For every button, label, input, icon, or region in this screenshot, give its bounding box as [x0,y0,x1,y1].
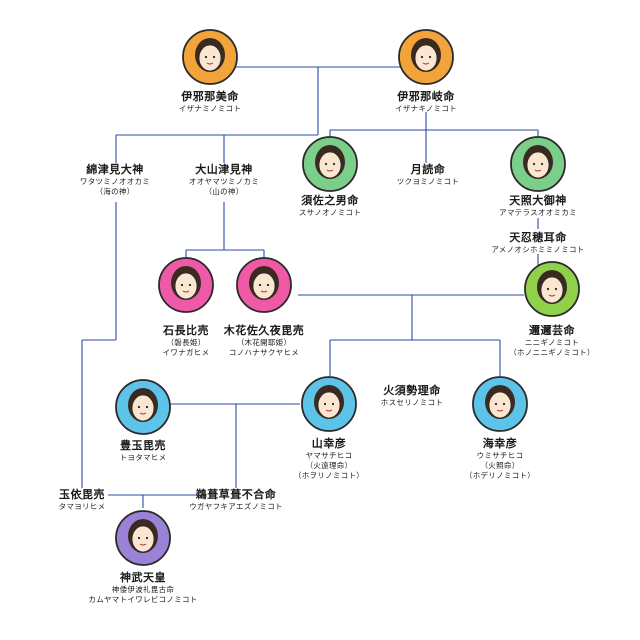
portrait-iwanaga-icon [158,257,214,313]
node-susanoo: 須佐之男命 スサノオノミコト [299,194,361,218]
watatsumi-name: 綿津見大神 [86,163,144,176]
toyotama-name: 豊玉毘売 [120,439,166,452]
ugaya-kana: ウガヤフキアエズノミコト [189,502,283,511]
susanoo-name: 須佐之男命 [301,194,359,207]
yamasachi-kana: ヤマサチヒコ [305,451,353,460]
watatsumi-kana: ワタツミノオオカミ [79,177,151,186]
ninigi-name: 邇邇芸命 [529,324,575,337]
portrait-izanagi-icon [398,29,454,85]
oshihomimi-name: 天忍穂耳命 [509,231,567,244]
hosuseri-name: 火須勢理命 [383,384,441,397]
yamasachi-note2: （ホヲリノミコト） [293,471,365,480]
iwanaga-kana: イワナガヒメ [162,348,210,357]
umisachi-note2: （ホデリノミコト） [464,471,536,480]
iwanaga-note: （磐長姫） [166,338,206,347]
watatsumi-note: （海の神） [95,187,135,196]
node-izanagi: 伊邪那岐命 イザナキノミコト [395,90,457,114]
portrait-susanoo-icon [302,136,358,192]
susanoo-kana: スサノオノミコト [298,208,362,217]
portraits [115,29,580,566]
izanami-kana: イザナミノミコト [178,104,242,113]
tamayori-kana: タマヨリヒメ [58,502,106,511]
portrait-toyotama-icon [115,379,171,435]
izanami-name: 伊邪那美命 [181,90,239,103]
node-toyotama: 豊玉毘売 トヨタマヒメ [120,439,167,463]
yamasachi-name: 山幸彦 [311,437,347,450]
node-oshihomimi: 天忍穂耳命 アメノオシホミミノミコト [491,231,584,255]
portrait-jimmu-icon [115,510,171,566]
portrait-umisachi-icon [472,376,528,432]
jimmu-name: 神武天皇 [119,571,166,584]
izanagi-name: 伊邪那岐命 [397,90,455,103]
portrait-amaterasu-icon [510,136,566,192]
node-konohana: 木花佐久夜毘売 （木花開耶姫） コノハナサクヤヒメ [224,324,305,358]
node-tamayori: 玉依毘売 タマヨリヒメ [59,488,106,512]
node-oyamatsumi: 大山津見神 オオヤマツミノカミ （山の神） [189,163,259,197]
node-watatsumi: 綿津見大神 ワタツミノオオカミ （海の神） [80,163,150,197]
portrait-konohana-icon [236,257,292,313]
konohana-name: 木花佐久夜毘売 [223,324,305,337]
oyamatsumi-name: 大山津見神 [195,163,253,176]
konohana-kana: コノハナサクヤヒメ [228,348,300,357]
iwanaga-name: 石長比売 [163,324,209,337]
connector-lines [81,66,539,508]
tamayori-name: 玉依毘売 [59,488,105,501]
node-jimmu: 神武天皇 神倭伊波礼毘古命 カムヤマトイワレビコノミコト [88,571,197,605]
portrait-yamasachi-icon [301,376,357,432]
ninigi-note: （ホノニニギノミコト） [509,348,595,357]
node-umisachi: 海幸彦 ウミサチヒコ （火照命） （ホデリノミコト） [465,437,535,481]
amaterasu-name: 天照大御神 [509,194,567,207]
node-ninigi: 邇邇芸命 ニニギノミコト （ホノニニギノミコト） [509,324,595,358]
toyotama-kana: トヨタマヒメ [119,453,167,462]
konohana-note: （木花開耶姫） [236,338,292,347]
node-izanami: 伊邪那美命 イザナミノミコト [179,90,241,114]
portrait-izanami-icon [182,29,238,85]
node-hosuseri: 火須勢理命 ホスセリノミコト [381,384,443,408]
izanagi-kana: イザナキノミコト [395,104,457,113]
umisachi-note: （火照命） [480,461,520,470]
tsukuyomi-name: 月読命 [410,163,446,176]
oyamatsumi-note: （山の神） [204,187,244,196]
node-yamasachi: 山幸彦 ヤマサチヒコ （火遠理命） （ホヲリノミコト） [294,437,364,481]
oshihomimi-kana: アメノオシホミミノミコト [491,245,585,254]
amaterasu-kana: アマテラスオオミカミ [499,208,577,217]
hosuseri-kana: ホスセリノミコト [380,398,444,407]
portrait-ninigi-icon [524,261,580,317]
umisachi-name: 海幸彦 [482,437,518,450]
node-tsukuyomi: 月読命 ツクヨミノミコト [397,163,459,187]
umisachi-kana: ウミサチヒコ [476,451,524,460]
ninigi-kana: ニニギノミコト [524,338,580,347]
node-iwanaga: 石長比売 （磐長姫） イワナガヒメ [163,324,210,358]
node-ugaya: 鵜葺草葺不合命 ウガヤフキアエズノミコト [189,488,283,512]
jimmu-kana: カムヤマトイワレビコノミコト [88,595,198,604]
tsukuyomi-kana: ツクヨミノミコト [396,177,460,186]
ugaya-name: 鵜葺草葺不合命 [195,488,277,501]
yamasachi-note: （火遠理命） [305,461,353,470]
jimmu-alt: 神倭伊波礼毘古命 [111,585,175,594]
node-amaterasu: 天照大御神 アマテラスオオミカミ [499,194,577,218]
oyamatsumi-kana: オオヤマツミノカミ [188,177,260,186]
